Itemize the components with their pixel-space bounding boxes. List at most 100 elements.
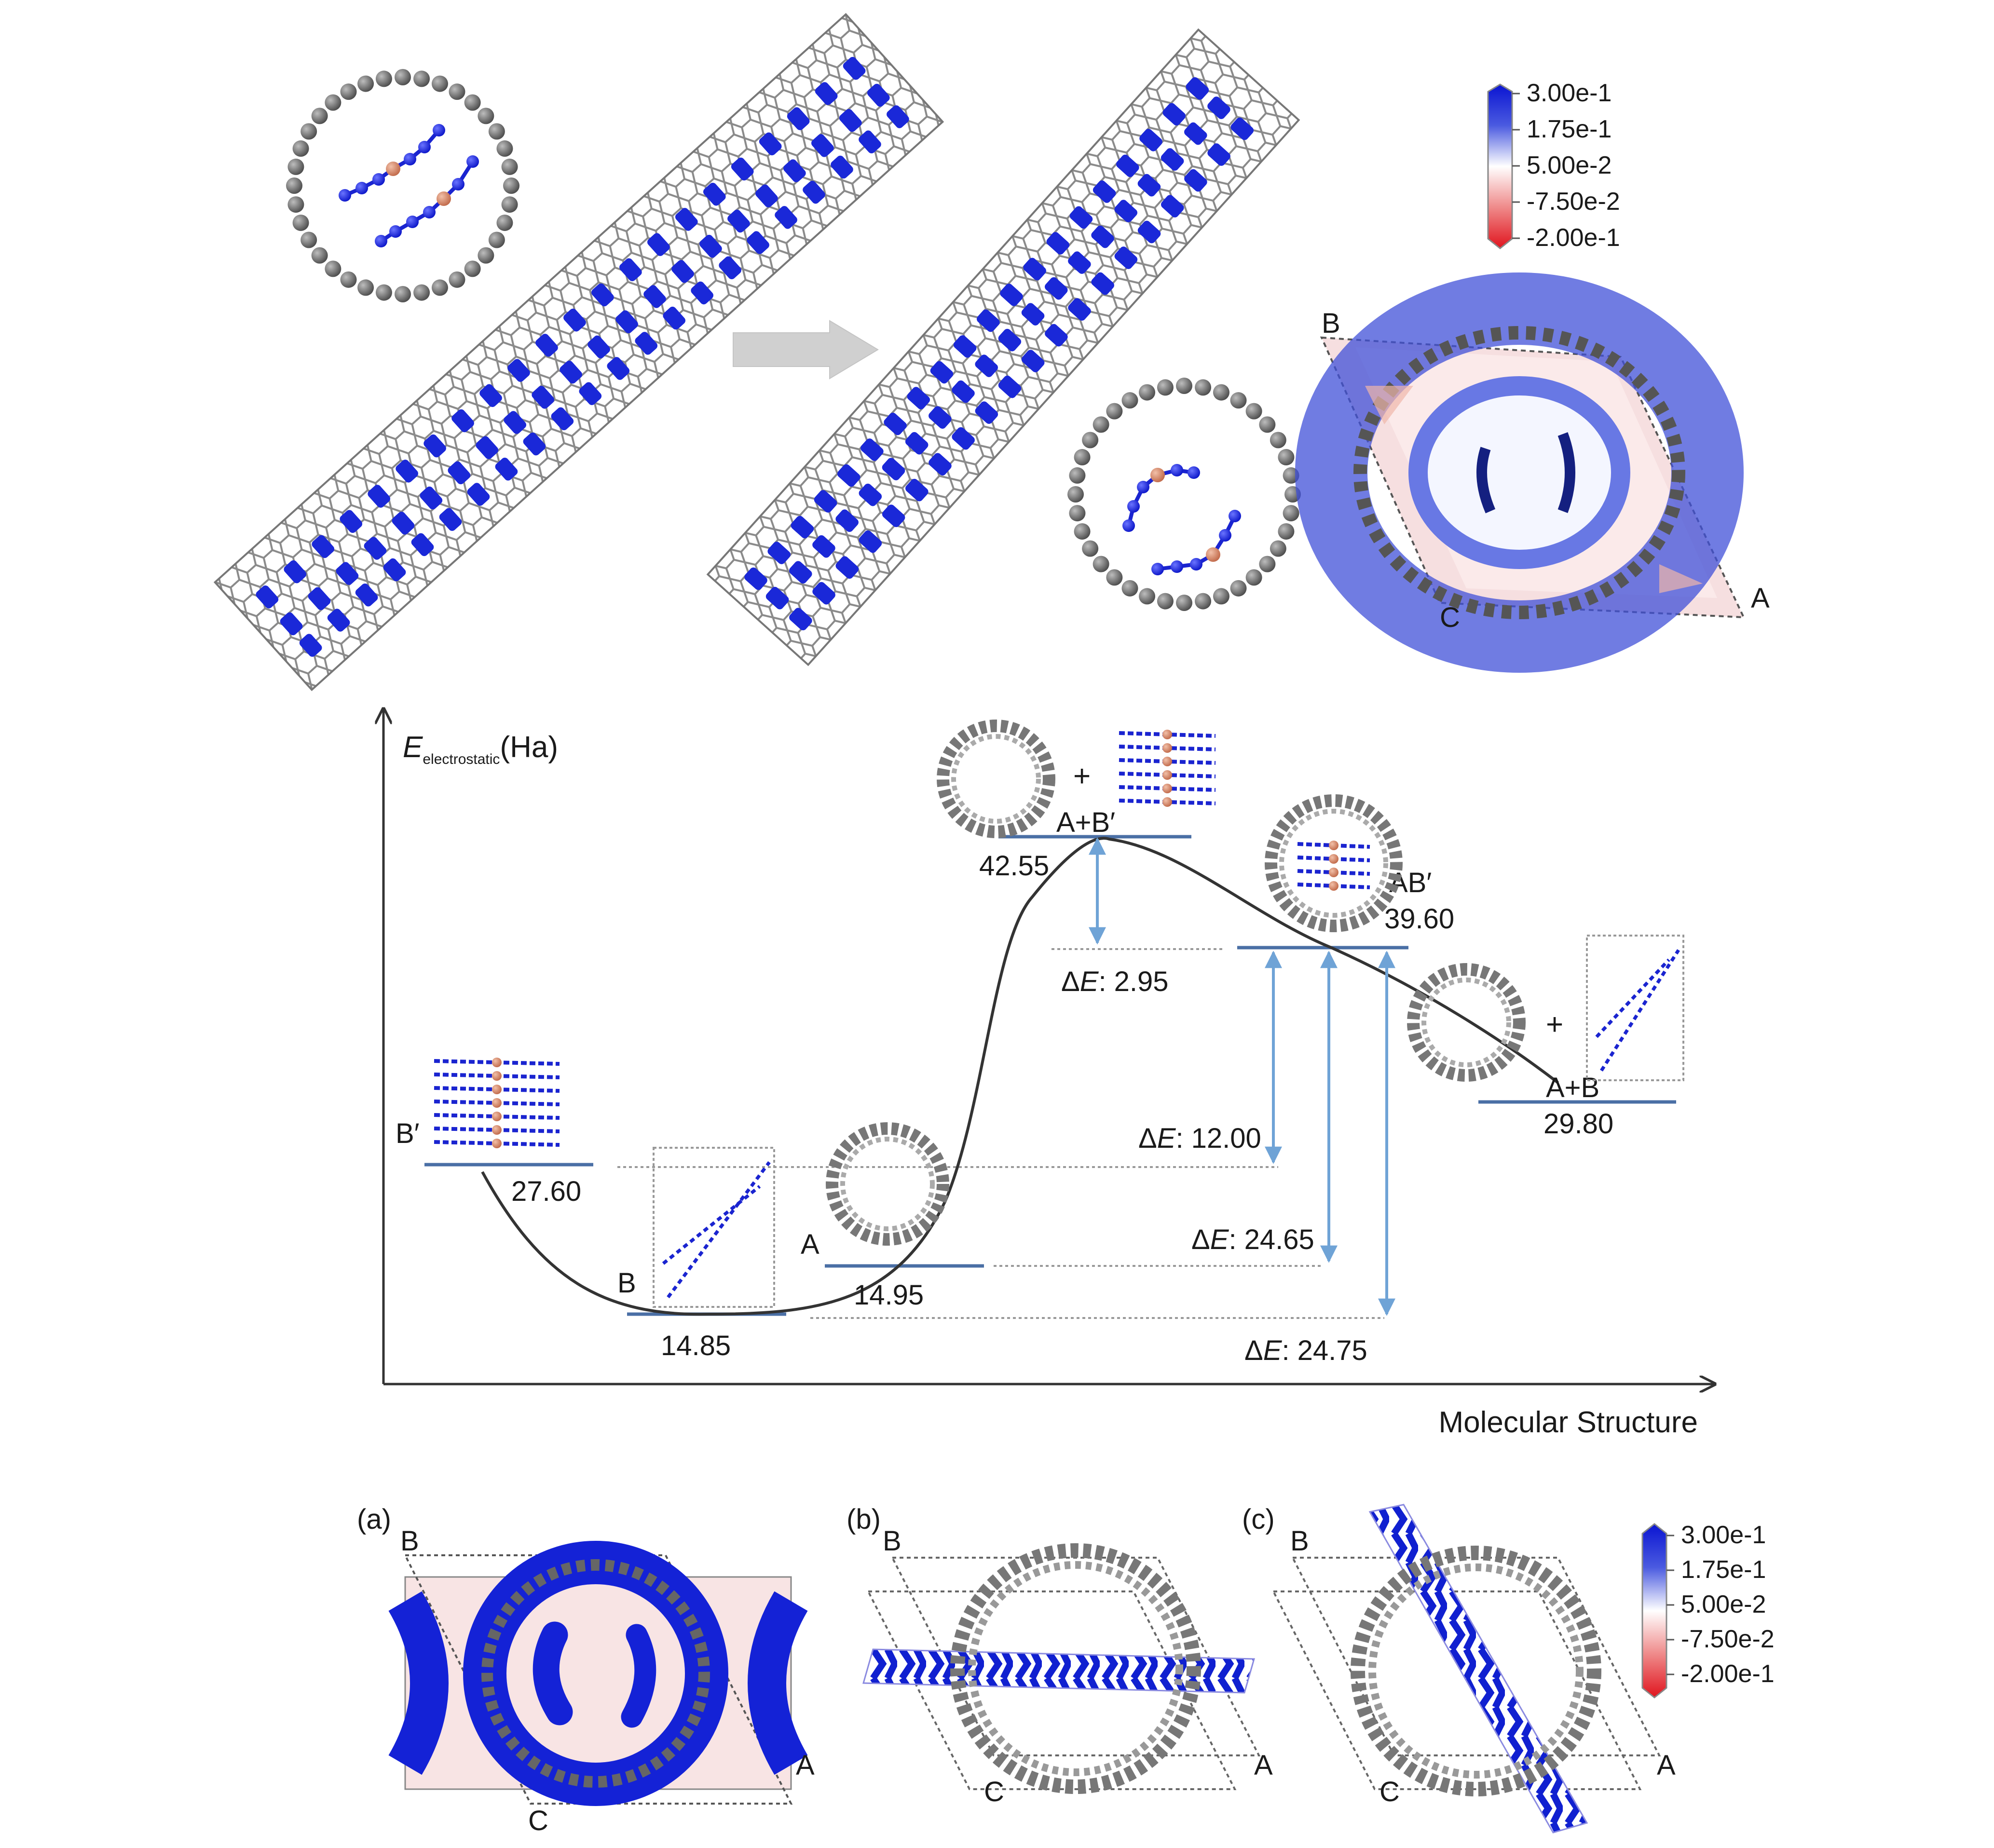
- nitrogen-atom: [1190, 558, 1202, 571]
- mini-stack-copper: [1329, 854, 1338, 864]
- delta-label-12-00: ΔE: 12.00: [1138, 1123, 1261, 1154]
- colorbar_bottom-tick-label: 1.75e-1: [1681, 1556, 1766, 1584]
- tube-ligand: [1161, 148, 1184, 171]
- tube-ligand: [789, 608, 812, 631]
- panel-b-label-b: B: [883, 1525, 901, 1557]
- carbon-atom: [1259, 556, 1276, 572]
- panel-c: (c) B C A: [1242, 1504, 1676, 1834]
- tube-ligand: [783, 159, 806, 182]
- tube-ligand: [1091, 225, 1114, 248]
- tube-ligand: [882, 504, 905, 527]
- carbon-atom: [1069, 467, 1086, 484]
- tube-ligand: [953, 335, 977, 358]
- mini-stack-copper: [492, 1139, 502, 1148]
- tube-ligand: [815, 82, 838, 105]
- mini-nanotube-inner: [1279, 809, 1388, 918]
- carbon-atom: [1230, 392, 1247, 409]
- nitrogen-atom: [1171, 560, 1183, 573]
- tube-ligand: [930, 361, 954, 384]
- tube-ligand: [368, 485, 390, 508]
- carbon-atom: [449, 271, 465, 288]
- carbon-atom: [1176, 378, 1192, 394]
- mini-stack-copper: [492, 1098, 502, 1108]
- panel-c-tag: (c): [1242, 1504, 1275, 1535]
- tube-ligand: [1000, 284, 1023, 306]
- tube-ligand: [563, 308, 586, 332]
- tube-ligand: [615, 310, 638, 334]
- colorbar_top-tick-label: -7.50e-2: [1527, 188, 1620, 216]
- nitrogen-atom: [1127, 500, 1140, 513]
- label-state-a-plus-b: A+B: [1546, 1072, 1599, 1103]
- carbon-atom: [1157, 379, 1174, 396]
- carbon-atom: [1121, 580, 1138, 597]
- tube-ligand: [479, 384, 502, 408]
- nitrogen-atom: [1219, 529, 1231, 542]
- mini-stack-copper: [1162, 757, 1172, 766]
- carbon-atom: [1082, 540, 1099, 557]
- tube-ligand: [1207, 96, 1230, 119]
- copper-atom: [386, 162, 400, 176]
- tube-ligand: [998, 328, 1022, 352]
- panel-c-label-c: C: [1379, 1776, 1400, 1807]
- mini-nanotube: [1407, 963, 1526, 1082]
- tube-ligand: [1023, 258, 1046, 281]
- tube-ligand: [308, 587, 331, 611]
- tube-ligand: [495, 458, 518, 481]
- label-state-a: A: [801, 1229, 819, 1260]
- carbon-atom: [431, 279, 448, 296]
- tube-ligand: [1137, 220, 1161, 244]
- colorbar_bottom-tick-label: 5.00e-2: [1681, 1590, 1766, 1618]
- mini-nanotube: [1265, 794, 1403, 932]
- density-map-top-label-a: A: [1751, 583, 1770, 614]
- nitrogen-atom: [375, 235, 387, 247]
- carbon-atom: [292, 140, 309, 157]
- mini-stack-copper: [1329, 881, 1338, 891]
- tube-ligand: [647, 233, 670, 256]
- carbon-atom: [1213, 384, 1229, 401]
- carbon-atom: [449, 83, 465, 100]
- panel-a-label-a: A: [796, 1750, 815, 1781]
- tube-ligand: [420, 486, 443, 510]
- carbon-atom: [1067, 486, 1084, 503]
- tube-ligand: [839, 109, 862, 132]
- carbon-atom: [488, 123, 505, 140]
- tube-ligand: [719, 256, 741, 280]
- tube-ligand: [929, 406, 952, 429]
- mini-stack-copper: [1162, 743, 1172, 753]
- carbon-atom: [325, 260, 341, 277]
- carbon-atom: [325, 94, 341, 111]
- tube-ligand: [887, 105, 909, 128]
- tube-ligand: [837, 464, 860, 487]
- carbon-atom: [1283, 505, 1299, 522]
- carbon-atom: [488, 231, 505, 248]
- carbon-atom: [357, 75, 374, 92]
- carbon-atom: [1278, 449, 1295, 466]
- nanotube-initial-chains: [256, 57, 909, 657]
- mini-stack-copper: [1162, 797, 1172, 807]
- carbon-atom: [287, 158, 304, 175]
- nitrogen-atom: [355, 182, 368, 194]
- tube-ligand: [1091, 272, 1114, 295]
- carbon-atom: [464, 260, 481, 277]
- tube-ligand: [1184, 169, 1207, 192]
- carbon-atom: [496, 140, 513, 157]
- carbon-atom: [1069, 505, 1086, 522]
- carbon-atom: [1270, 432, 1286, 448]
- tube-ligand: [860, 438, 884, 461]
- tube-ligand: [859, 130, 881, 154]
- tube-ligand: [532, 386, 555, 409]
- carbon-atom: [496, 214, 513, 231]
- tube-ligand: [256, 585, 279, 609]
- tube-ligand: [1137, 174, 1161, 197]
- tube-ligand: [747, 231, 769, 254]
- y-axis-label: Eelectrostatic(Ha): [403, 731, 558, 767]
- delta-label-24-75: ΔE: 24.75: [1244, 1335, 1367, 1366]
- carbon-atom: [300, 123, 317, 140]
- mini-unit-cell: [1586, 935, 1684, 1081]
- panel-b-label-c: C: [984, 1776, 1004, 1807]
- transformation-arrow: [733, 320, 879, 380]
- tube-ligand: [787, 107, 810, 130]
- tube-ligand: [977, 309, 1000, 332]
- tube-ligand: [439, 508, 462, 531]
